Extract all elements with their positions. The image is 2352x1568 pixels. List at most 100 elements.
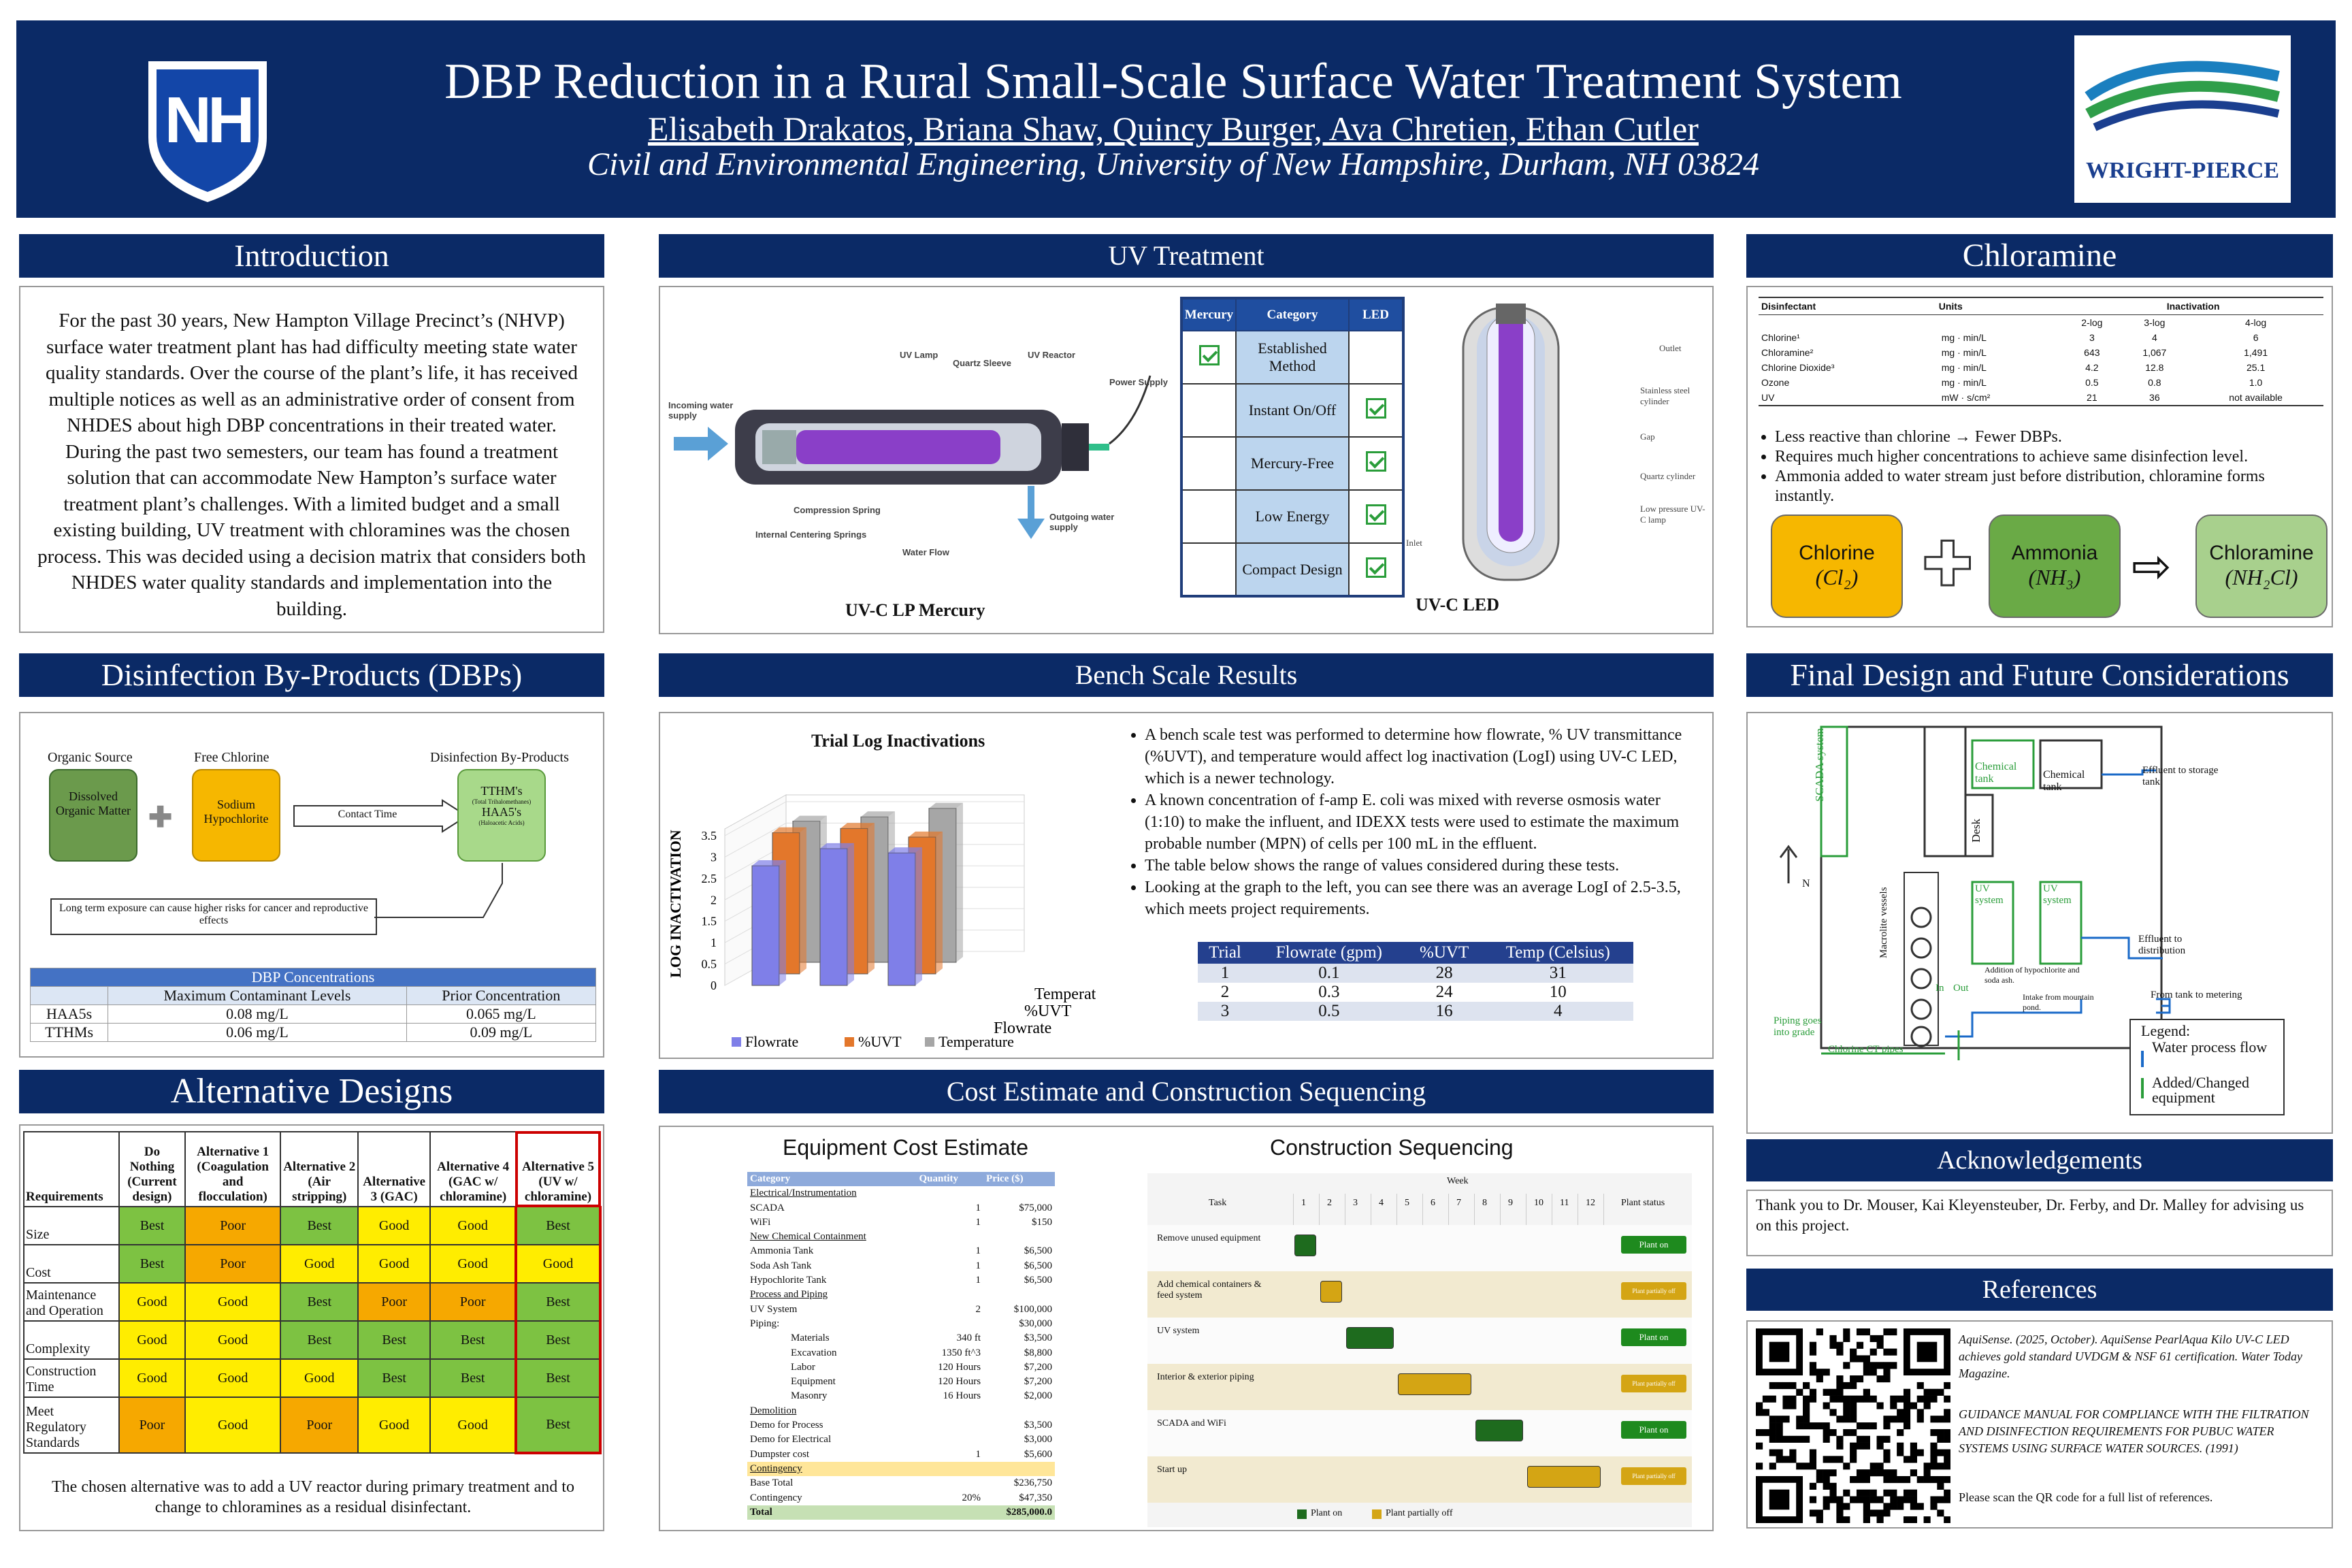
matrix-score: Best (280, 1206, 359, 1245)
y-tick-label: 3 (710, 850, 717, 864)
matrix-score: Best (514, 1206, 602, 1245)
check-icon (1365, 398, 1386, 419)
matrix-score: Best (118, 1206, 186, 1245)
week-number: 10 (1534, 1198, 1544, 1208)
legend-swatch (845, 1037, 854, 1047)
ct-cell: 6 (2253, 332, 2259, 343)
uv-cmp-row: Low Energy (1181, 489, 1404, 544)
week-number: 4 (1379, 1198, 1384, 1208)
led-cell (1348, 489, 1404, 544)
bar-top (840, 823, 875, 829)
cost-item: Labor (791, 1361, 815, 1373)
plant-status-badge: Plant partially off (1621, 1467, 1686, 1485)
cost-row: Contingency (747, 1461, 1055, 1477)
bar-side (800, 827, 806, 974)
ct-cell: 1.0 (2249, 377, 2263, 388)
gantt-task-label: Start up (1157, 1465, 1187, 1475)
dbp-concentration-table: DBP Concentrations Maximum Contaminant L… (29, 968, 597, 1042)
matrix-score: Poor (184, 1206, 282, 1245)
cost-item: Materials (791, 1333, 830, 1344)
cost-price: $3,000 (1024, 1434, 1052, 1446)
bar-side (847, 843, 854, 985)
compression-spring-label: Compression Spring (794, 505, 881, 515)
uv-mercury-diagram (674, 375, 1152, 539)
y-axis-label: LOG INACTIVATION (667, 830, 684, 978)
trial-cell: 28 (1435, 964, 1453, 982)
led-cell (1348, 330, 1404, 385)
floor-plan (1779, 725, 2285, 1115)
trial-header: Trial (1209, 943, 1241, 962)
organic-source-label: Organic Source (48, 750, 133, 765)
legend-label: Temperature (938, 1033, 1014, 1050)
poster-header: NH DBP Reduction in a Rural Small-Scale … (16, 20, 2336, 218)
gantt-legend-label: Plant partially off (1386, 1508, 1453, 1518)
chem-formula: (Cl₂) (1815, 565, 1859, 589)
gantt-row-bg (1147, 1456, 1692, 1503)
trial-cell: 1 (1220, 964, 1230, 982)
y-tick-label: 0.5 (702, 958, 717, 971)
trial-cell: 4 (1554, 1002, 1563, 1020)
cost-item: Base Total (750, 1477, 794, 1489)
matrix-score: Best (429, 1358, 517, 1398)
cost-qty (916, 1476, 983, 1490)
legend-swatch (732, 1037, 741, 1047)
category-cell: Established Method (1235, 330, 1350, 385)
ct-cell: 36 (2149, 392, 2160, 403)
dbp-box: Organic Source Dissolved Organic Matter … (19, 712, 604, 1058)
uv-cmp-row: Mercury-Free (1181, 436, 1404, 491)
ct-cell: mg · min/L (1941, 362, 1987, 373)
out-label: Out (1953, 983, 1969, 994)
chemical-reaction: Chlorine(Cl₂)Ammonia(NH₃)Chloramine(NH₂C… (1771, 514, 2328, 618)
bench-bullet: The table below shows the range of value… (1145, 855, 1701, 877)
water-flow-label: Water Flow (902, 547, 949, 557)
bar-flowrate-1 (751, 865, 780, 986)
reference-3: Please scan the QR code for a full list … (1959, 1490, 2213, 1504)
cost-price: $2,000 (1024, 1390, 1052, 1402)
chloramine-heading: Chloramine (1746, 234, 2333, 278)
gantt-task-label: Remove unused equipment (1157, 1233, 1261, 1243)
bar-flowrate-3 (887, 852, 916, 986)
gantt-task-label: Interior & exterior piping (1157, 1372, 1254, 1382)
ct-log-header: 3-log (2144, 317, 2166, 328)
cost-qty (916, 1404, 983, 1418)
mercury-cell (1181, 489, 1237, 544)
week-number: 6 (1431, 1198, 1435, 1208)
chem-box-chloramine: Chloramine(NH₂Cl) (2195, 514, 2328, 618)
arrow-right-icon: ⇨ (2132, 538, 2172, 594)
equipment-cost-title: Equipment Cost Estimate (783, 1135, 1029, 1160)
cost-item: WiFi (750, 1216, 771, 1228)
uv-heading: UV Treatment (659, 234, 1714, 278)
matrix-score: Good (429, 1396, 517, 1454)
ack-heading: Acknowledgements (1746, 1139, 2333, 1181)
final-box: SCADA system Desk Chemical tank Chemical… (1746, 712, 2333, 1134)
mercury-cell (1181, 542, 1237, 597)
ct-cell: mg · min/L (1941, 332, 1987, 343)
cost-price (983, 1288, 1055, 1302)
cost-qty (916, 1433, 983, 1447)
qr-code[interactable] (1756, 1328, 1950, 1523)
matrix-score: Poor (357, 1282, 431, 1322)
mercury-cell (1181, 383, 1237, 438)
ct-cell: Ozone (1761, 377, 1790, 388)
trial-header: %UVT (1420, 943, 1469, 962)
cost-item: Contingency (750, 1463, 802, 1474)
cost-qty: 20% (962, 1492, 981, 1503)
poster-authors: Elisabeth Drakatos, Briana Shaw, Quincy … (648, 110, 1699, 148)
power-supply-label: Power Supply (1109, 377, 1168, 387)
trial-cell: 0.1 (1318, 964, 1340, 982)
uv-cmp-row: Instant On/Off (1181, 383, 1404, 438)
